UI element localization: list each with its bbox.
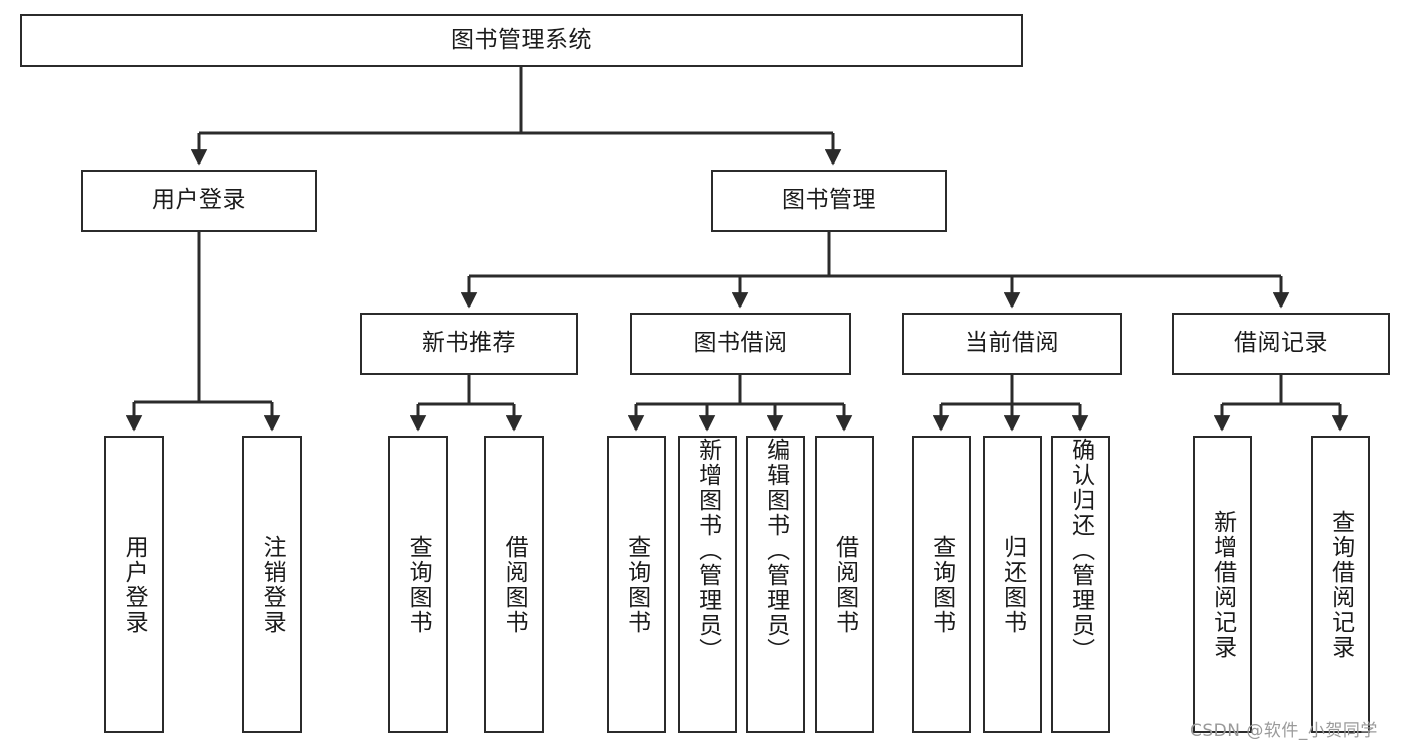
node-leaf-borrow-book-label: 借阅图书 — [831, 534, 858, 635]
node-leaf-borrow-book[interactable]: 借阅图书 — [815, 436, 874, 733]
node-book-borrow-label: 图书借阅 — [693, 330, 788, 357]
node-borrow-record[interactable]: 借阅记录 — [1172, 313, 1390, 375]
node-leaf-add-borrow-record-label: 新增借阅记录 — [1209, 509, 1236, 660]
node-leaf-user-login[interactable]: 用户登录 — [104, 436, 164, 733]
node-borrow-record-label: 借阅记录 — [1234, 330, 1328, 357]
node-leaf-query-book-borrow-label: 查询图书 — [623, 534, 650, 635]
node-current-borrow[interactable]: 当前借阅 — [902, 313, 1122, 375]
node-book-borrow[interactable]: 图书借阅 — [630, 313, 851, 375]
node-leaf-confirm-return-admin[interactable]: 确认归还（管理员） — [1051, 436, 1110, 733]
node-leaf-add-book-admin[interactable]: 新增图书（管理员） — [678, 436, 737, 733]
node-leaf-confirm-return-admin-label: 确认归还（管理员） — [1067, 438, 1094, 663]
node-leaf-query-book-borrow[interactable]: 查询图书 — [607, 436, 666, 733]
node-leaf-borrow-book-recommend[interactable]: 借阅图书 — [484, 436, 544, 733]
node-leaf-logout-label: 注销登录 — [259, 534, 286, 635]
node-leaf-borrow-book-recommend-label: 借阅图书 — [501, 534, 528, 635]
node-root-label: 图书管理系统 — [451, 26, 592, 53]
node-leaf-query-borrow-record-label: 查询借阅记录 — [1327, 509, 1354, 660]
node-leaf-query-book-recommend-label: 查询图书 — [405, 534, 432, 635]
node-leaf-query-book-current[interactable]: 查询图书 — [912, 436, 971, 733]
node-new-book-recommend[interactable]: 新书推荐 — [360, 313, 578, 375]
node-book-management-label: 图书管理 — [782, 187, 876, 214]
node-leaf-add-book-admin-label: 新增图书（管理员） — [694, 438, 721, 663]
node-leaf-return-book[interactable]: 归还图书 — [983, 436, 1042, 733]
node-root[interactable]: 图书管理系统 — [20, 14, 1023, 67]
node-user-login-label: 用户登录 — [152, 187, 246, 214]
node-leaf-user-login-label: 用户登录 — [121, 534, 148, 635]
node-leaf-query-book-current-label: 查询图书 — [928, 534, 955, 635]
node-leaf-add-borrow-record[interactable]: 新增借阅记录 — [1193, 436, 1252, 733]
watermark-text: CSDN @软件_小贺同学 — [1190, 721, 1378, 741]
node-new-book-recommend-label: 新书推荐 — [422, 330, 516, 357]
node-leaf-query-borrow-record[interactable]: 查询借阅记录 — [1311, 436, 1370, 733]
node-leaf-query-book-recommend[interactable]: 查询图书 — [388, 436, 448, 733]
node-leaf-edit-book-admin[interactable]: 编辑图书（管理员） — [746, 436, 805, 733]
node-leaf-edit-book-admin-label: 编辑图书（管理员） — [762, 438, 789, 663]
node-book-management[interactable]: 图书管理 — [711, 170, 947, 232]
node-leaf-logout[interactable]: 注销登录 — [242, 436, 302, 733]
node-current-borrow-label: 当前借阅 — [965, 330, 1059, 357]
node-user-login[interactable]: 用户登录 — [81, 170, 317, 232]
node-leaf-return-book-label: 归还图书 — [999, 534, 1026, 635]
